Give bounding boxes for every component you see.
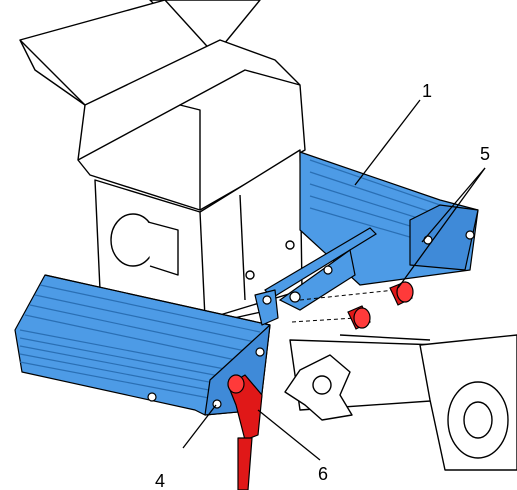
rear-blue-rail bbox=[299, 151, 479, 286]
callout-4: 4 bbox=[155, 471, 165, 490]
callout-1: 1 bbox=[422, 81, 432, 101]
callout-6: 6 bbox=[318, 464, 328, 484]
red-cable-connector bbox=[227, 374, 263, 490]
red-plug-lower bbox=[347, 305, 371, 330]
microscope-housing bbox=[19, 0, 517, 471]
leader-lines bbox=[182, 99, 486, 461]
connecting-rod bbox=[264, 227, 377, 311]
callout-5: 5 bbox=[480, 144, 490, 164]
alignment-lines bbox=[291, 289, 396, 323]
red-plug-upper bbox=[389, 281, 414, 306]
